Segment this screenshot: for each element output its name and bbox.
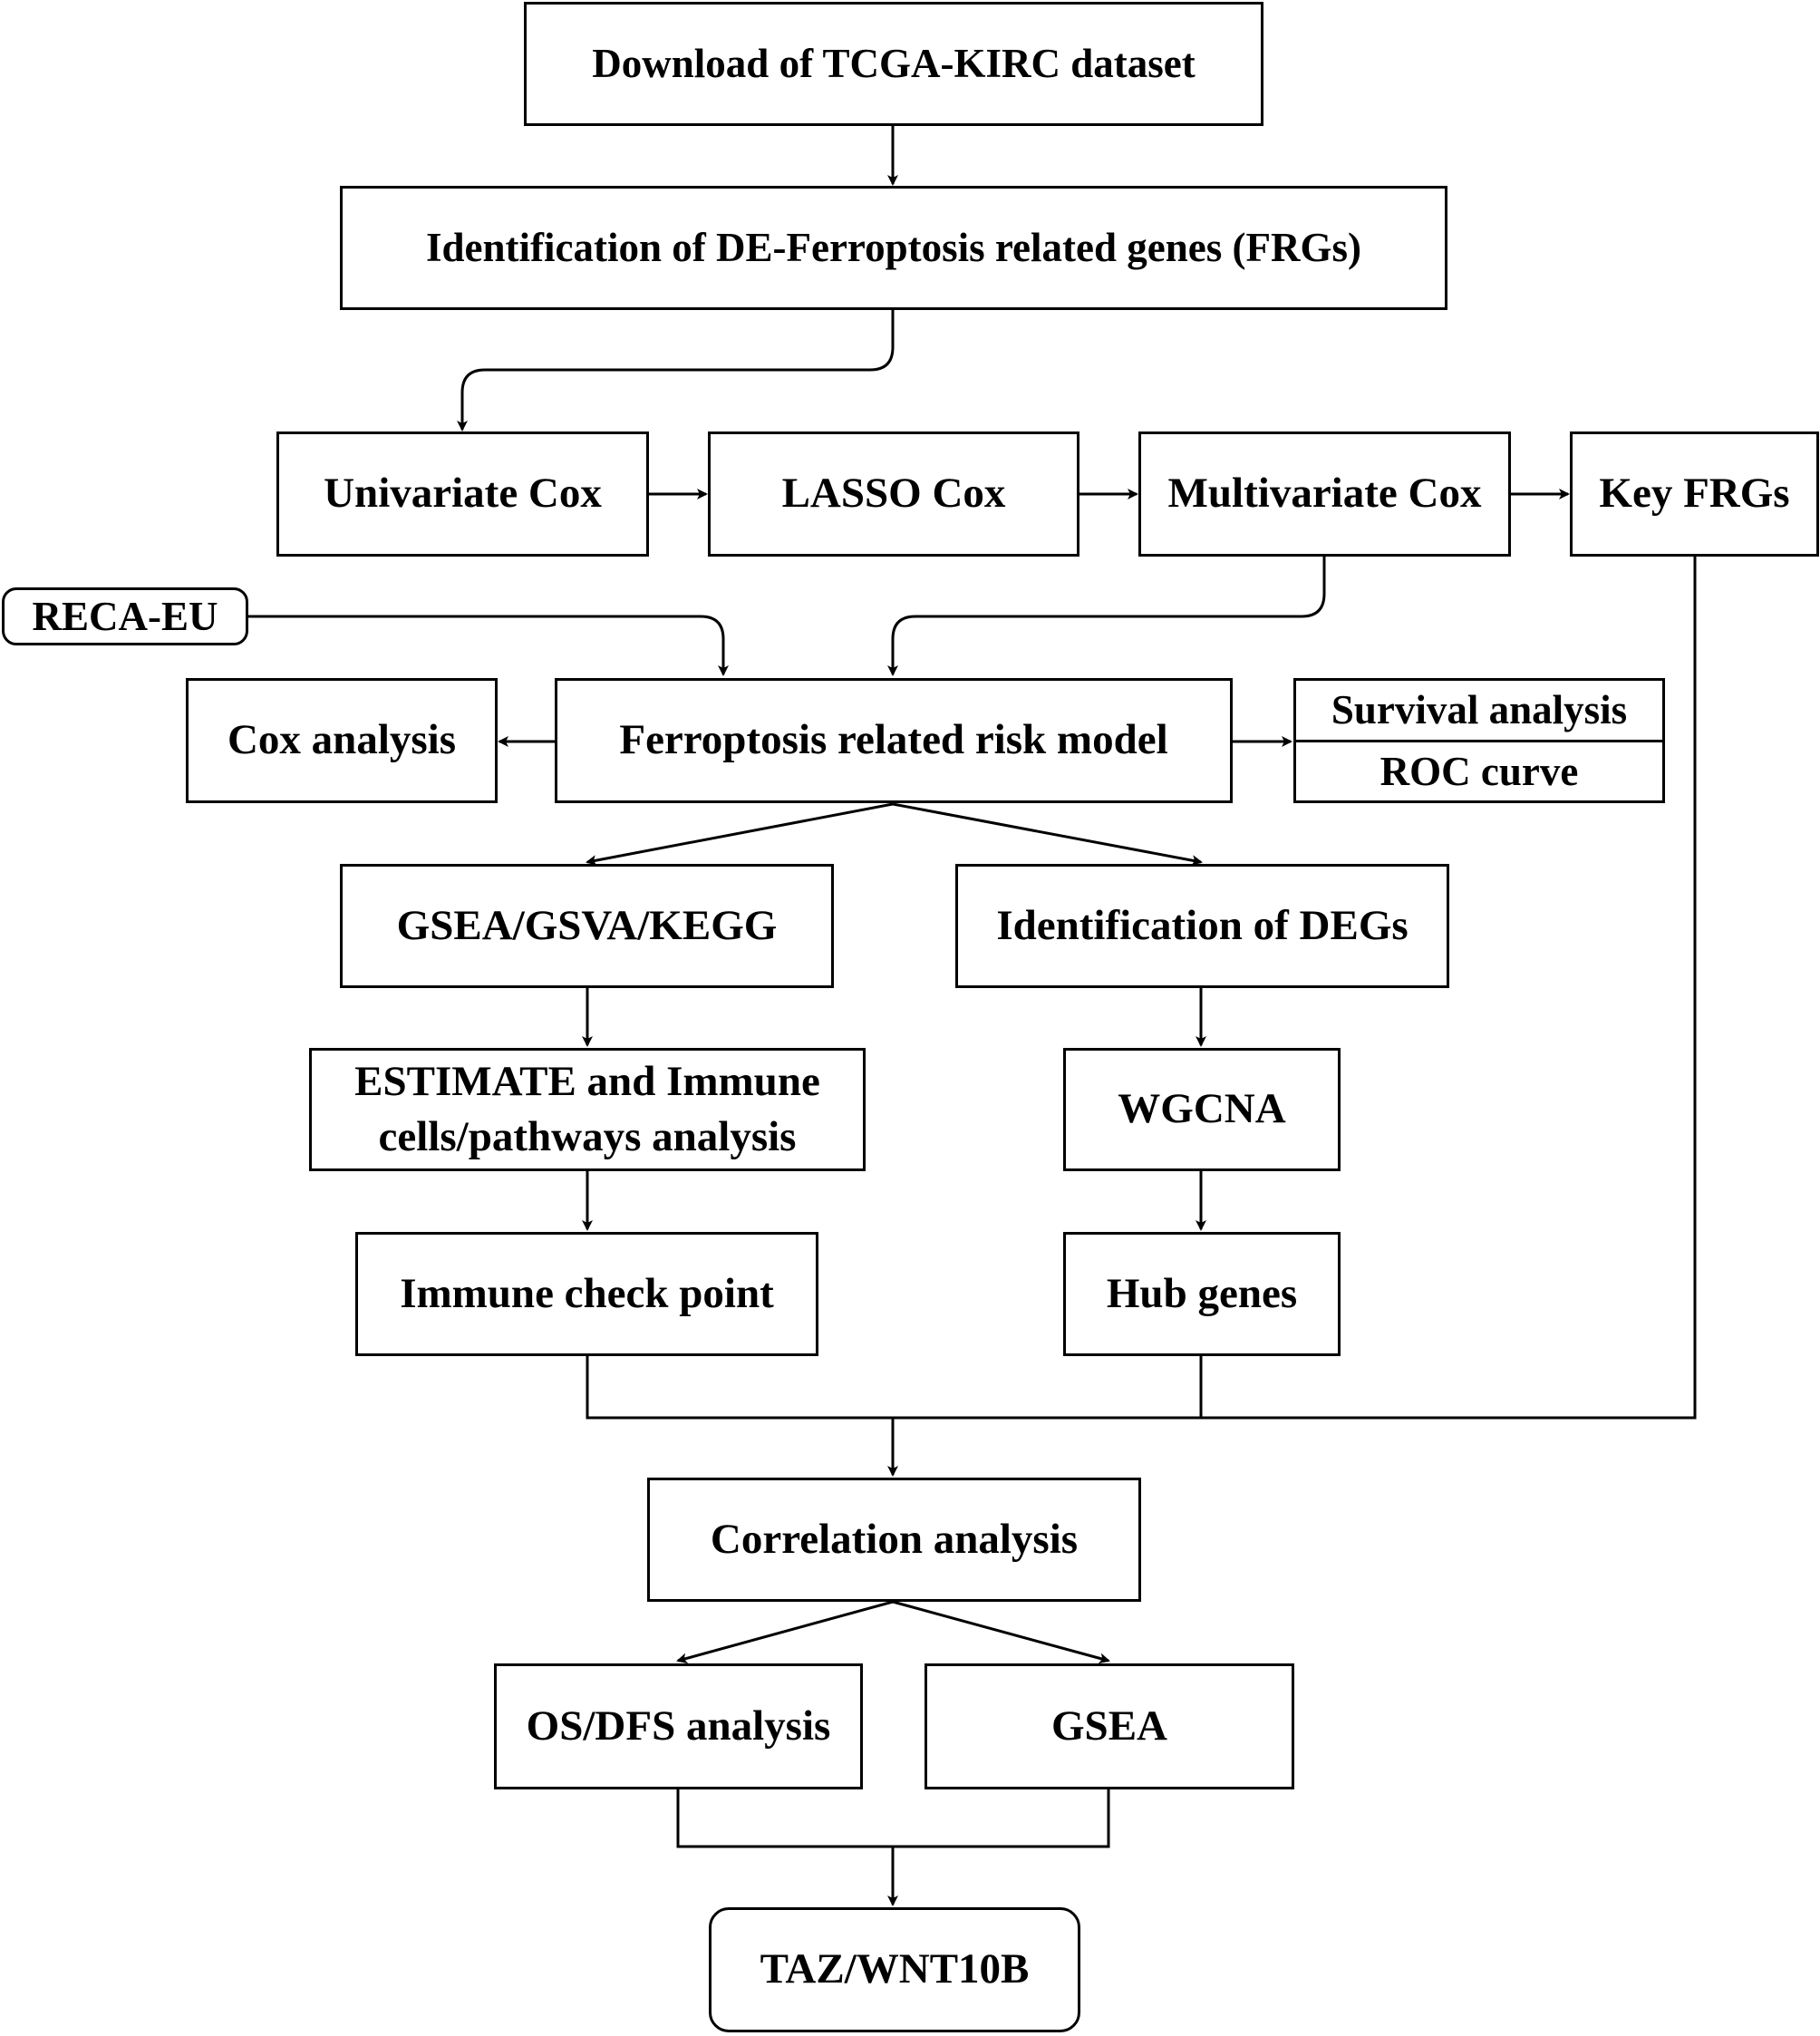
survival-roc-node: Survival analysis ROC curve <box>1293 678 1665 803</box>
multivariate-cox-label: Multivariate Cox <box>1167 470 1482 518</box>
gsea-node: GSEA <box>925 1663 1294 1789</box>
lasso-cox-node: LASSO Cox <box>708 431 1079 557</box>
arrow-frgs-to-univariate <box>457 310 895 431</box>
cox-analysis-node: Cox analysis <box>186 678 498 803</box>
arrow-riskmodel-to-degs <box>892 802 1203 867</box>
merge-line-to-correlation <box>586 557 1697 1420</box>
gsea-label: GSEA <box>1051 1702 1167 1750</box>
arrow-recaeu-to-riskmodel <box>248 615 729 676</box>
risk-model-node: Ferroptosis related risk model <box>555 678 1233 803</box>
taz-wnt10b-label: TAZ/WNT10B <box>760 1945 1030 1993</box>
identification-degs-node: Identification of DEGs <box>955 864 1449 988</box>
immune-checkpoint-node: Immune check point <box>355 1232 818 1356</box>
taz-wnt10b-node: TAZ/WNT10B <box>709 1907 1080 2032</box>
arrow-correlation-to-osdfs <box>676 1600 894 1664</box>
arrow-riskmodel-to-gsea-gsva-kegg <box>586 802 894 867</box>
wgcna-node: WGCNA <box>1063 1048 1341 1171</box>
multivariate-cox-node: Multivariate Cox <box>1138 431 1511 557</box>
hub-genes-label: Hub genes <box>1106 1269 1298 1317</box>
os-dfs-analysis-node: OS/DFS analysis <box>494 1663 863 1789</box>
risk-model-label: Ferroptosis related risk model <box>619 716 1168 764</box>
identification-frgs-label: Identification of DE-Ferroptosis related… <box>426 225 1361 271</box>
cox-analysis-label: Cox analysis <box>227 716 457 764</box>
reca-eu-node: RECA-EU <box>2 587 248 645</box>
immune-checkpoint-label: Immune check point <box>400 1269 774 1317</box>
estimate-immune-node: ESTIMATE and Immune cells/pathways analy… <box>309 1048 866 1171</box>
download-dataset-node: Download of TCGA-KIRC dataset <box>524 2 1263 126</box>
univariate-cox-node: Univariate Cox <box>276 431 649 557</box>
correlation-analysis-node: Correlation analysis <box>647 1478 1141 1602</box>
estimate-immune-label-line1: ESTIMATE and Immune <box>354 1057 820 1105</box>
reca-eu-label: RECA-EU <box>32 593 218 639</box>
key-frgs-label: Key FRGs <box>1599 470 1790 518</box>
key-frgs-node: Key FRGs <box>1570 431 1819 557</box>
estimate-immune-label-line2: cells/pathways analysis <box>378 1113 797 1160</box>
lasso-cox-label: LASSO Cox <box>781 470 1006 518</box>
identification-degs-label: Identification of DEGs <box>996 901 1409 949</box>
univariate-cox-label: Univariate Cox <box>324 470 602 518</box>
gsea-gsva-kegg-node: GSEA/GSVA/KEGG <box>340 864 834 988</box>
os-dfs-analysis-label: OS/DFS analysis <box>526 1702 831 1750</box>
merge-line-to-taz <box>676 1789 1110 1848</box>
identification-frgs-node: Identification of DE-Ferroptosis related… <box>340 186 1447 310</box>
survival-analysis-cell: Survival analysis <box>1296 681 1662 740</box>
arrow-correlation-to-gsea <box>892 1600 1110 1664</box>
gsea-gsva-kegg-label: GSEA/GSVA/KEGG <box>396 901 778 949</box>
hub-genes-node: Hub genes <box>1063 1232 1341 1356</box>
survival-analysis-label: Survival analysis <box>1331 687 1628 732</box>
arrow-multivariate-to-riskmodel <box>887 557 1326 676</box>
roc-curve-cell: ROC curve <box>1296 739 1662 801</box>
roc-curve-label: ROC curve <box>1380 748 1579 794</box>
download-dataset-label: Download of TCGA-KIRC dataset <box>592 41 1196 87</box>
wgcna-label: WGCNA <box>1118 1085 1286 1133</box>
correlation-analysis-label: Correlation analysis <box>710 1515 1079 1563</box>
